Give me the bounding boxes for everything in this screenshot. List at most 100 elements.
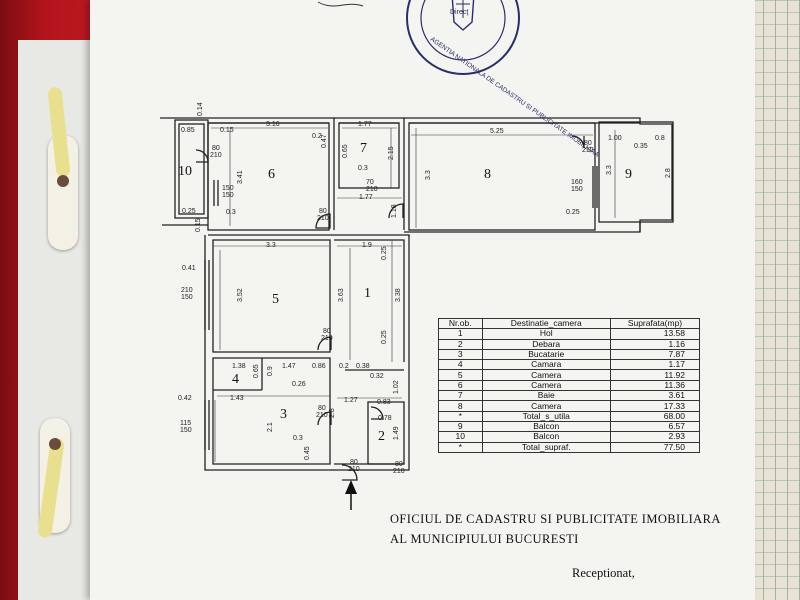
stamp-text-left: AGENTIA NATIONALA DE CADASTRU SI PUBLICI… xyxy=(429,36,601,159)
cell-destination: Debara xyxy=(481,338,611,350)
cell-area: 17.33 xyxy=(609,400,701,412)
dim-label: 1.43 xyxy=(230,395,244,402)
opening-label: 70 xyxy=(366,179,374,186)
opening-label: 210 xyxy=(366,186,378,193)
cell-nr: 2 xyxy=(438,338,483,350)
dim-label: 0.3 xyxy=(358,165,368,172)
dim-label: 1.77 xyxy=(358,121,372,128)
opening-label: 150 xyxy=(180,427,192,434)
cell-nr: 7 xyxy=(438,390,483,402)
dim-label: 3.3 xyxy=(606,165,613,175)
dim-label: 0.9 xyxy=(267,366,274,376)
room-number-4: 4 xyxy=(232,372,239,387)
cell-area: 68.00 xyxy=(609,410,701,422)
dim-label: 3.16 xyxy=(266,121,280,128)
dim-label: 0.3 xyxy=(226,209,236,216)
cell-nr: 8 xyxy=(438,400,483,412)
cell-area: 2.93 xyxy=(609,431,701,443)
cell-area: 3.61 xyxy=(609,390,701,402)
cell-nr: 4 xyxy=(438,359,483,371)
dim-label: 1.9 xyxy=(362,242,372,249)
dim-label: 3.3 xyxy=(425,170,432,180)
cell-destination: Baie xyxy=(481,390,611,402)
cell-destination: Total_s_utila xyxy=(481,410,611,422)
cell-area: 1.16 xyxy=(609,338,701,350)
cell-nr: 3 xyxy=(438,348,483,361)
dim-label: 0.32 xyxy=(370,373,384,380)
opening-label: 210 xyxy=(210,152,222,159)
room-number-7: 7 xyxy=(360,141,367,156)
opening-label: 210 xyxy=(317,215,329,222)
cell-area: 7.87 xyxy=(609,348,701,361)
opening-label: 80 xyxy=(323,328,331,335)
dim-label: 2.8 xyxy=(329,408,336,418)
dim-label: 0.45 xyxy=(304,446,311,460)
dimension-labels: 3.16 1.77 5.25 1.00 0.8 0.85 0.15 0.2 0.… xyxy=(178,102,672,460)
area-table: Nr.ob. Destinatie_camera Suprafata(mp) 1… xyxy=(438,317,701,453)
cell-nr: 5 xyxy=(438,369,483,381)
document-page xyxy=(90,0,755,600)
cell-nr: 10 xyxy=(438,431,483,443)
cell-destination: Camara xyxy=(481,359,611,371)
dim-label: 0.41 xyxy=(182,265,196,272)
opening-label: 80 xyxy=(350,459,358,466)
opening-label: 210 xyxy=(321,335,333,342)
dim-label: 0.3 xyxy=(293,435,303,442)
dim-label: 0.25 xyxy=(566,209,580,216)
cell-destination: Camera xyxy=(481,400,611,412)
cell-area: 11.92 xyxy=(609,369,701,381)
dim-label: 0.14 xyxy=(197,102,204,116)
opening-label: 80 xyxy=(395,461,403,468)
dim-label: 0.26 xyxy=(292,381,306,388)
dim-label: 1.00 xyxy=(608,135,622,142)
cell-nr: * xyxy=(438,441,483,453)
dim-label: 2.15 xyxy=(388,146,395,160)
opening-label: 210 xyxy=(181,287,193,294)
dim-label: 0.15 xyxy=(220,127,234,134)
cell-area: 11.36 xyxy=(609,379,701,392)
room-number-3: 3 xyxy=(280,407,287,422)
opening-label: 150 xyxy=(222,192,234,199)
dim-label: 0.78 xyxy=(378,415,392,422)
binder-clip-top xyxy=(47,86,78,250)
dim-label: 0.25 xyxy=(381,330,388,344)
dim-label: 0.25 xyxy=(381,246,388,260)
cell-destination: Camera xyxy=(481,379,611,392)
room-number-5: 5 xyxy=(272,292,279,307)
dim-label: 0.8 xyxy=(655,135,665,142)
cell-area: 6.57 xyxy=(609,420,701,433)
binder-clip-bottom xyxy=(37,418,70,539)
stamp-text-top: Direcţ xyxy=(450,9,468,16)
dim-label: 5.25 xyxy=(490,128,504,135)
cell-area: 77.50 xyxy=(609,441,701,453)
cell-destination: Balcon xyxy=(481,431,611,443)
dim-label: 1.02 xyxy=(393,380,400,394)
dim-label: 0.25 xyxy=(182,208,196,215)
opening-label: 210 xyxy=(582,147,594,154)
dim-label: 0.2 xyxy=(312,133,322,140)
opening-labels: 80 210 150 150 70 210 80 210 80 210 160 … xyxy=(180,140,594,475)
dim-label: 0.47 xyxy=(321,134,328,148)
opening-label: 160 xyxy=(571,179,583,186)
room-number-1: 1 xyxy=(364,286,371,301)
dim-label: 0.38 xyxy=(356,363,370,370)
opening-label: 210 xyxy=(316,412,328,419)
room-number-6: 6 xyxy=(268,167,275,182)
dim-label: 3.63 xyxy=(338,288,345,302)
cell-nr: 6 xyxy=(438,379,483,392)
dim-label: 3.38 xyxy=(395,288,402,302)
dim-label: 1.18 xyxy=(391,204,398,218)
dim-label: 1.27 xyxy=(344,397,358,404)
dim-label: 3.41 xyxy=(237,170,244,184)
walls xyxy=(160,117,674,481)
table-row: *Total_supraf.77.50 xyxy=(438,441,701,453)
dim-label: 1.77 xyxy=(359,194,373,201)
opening-label: 210 xyxy=(393,468,405,475)
dim-label: 2.1 xyxy=(267,422,274,432)
dim-label: 1.49 xyxy=(393,426,400,440)
